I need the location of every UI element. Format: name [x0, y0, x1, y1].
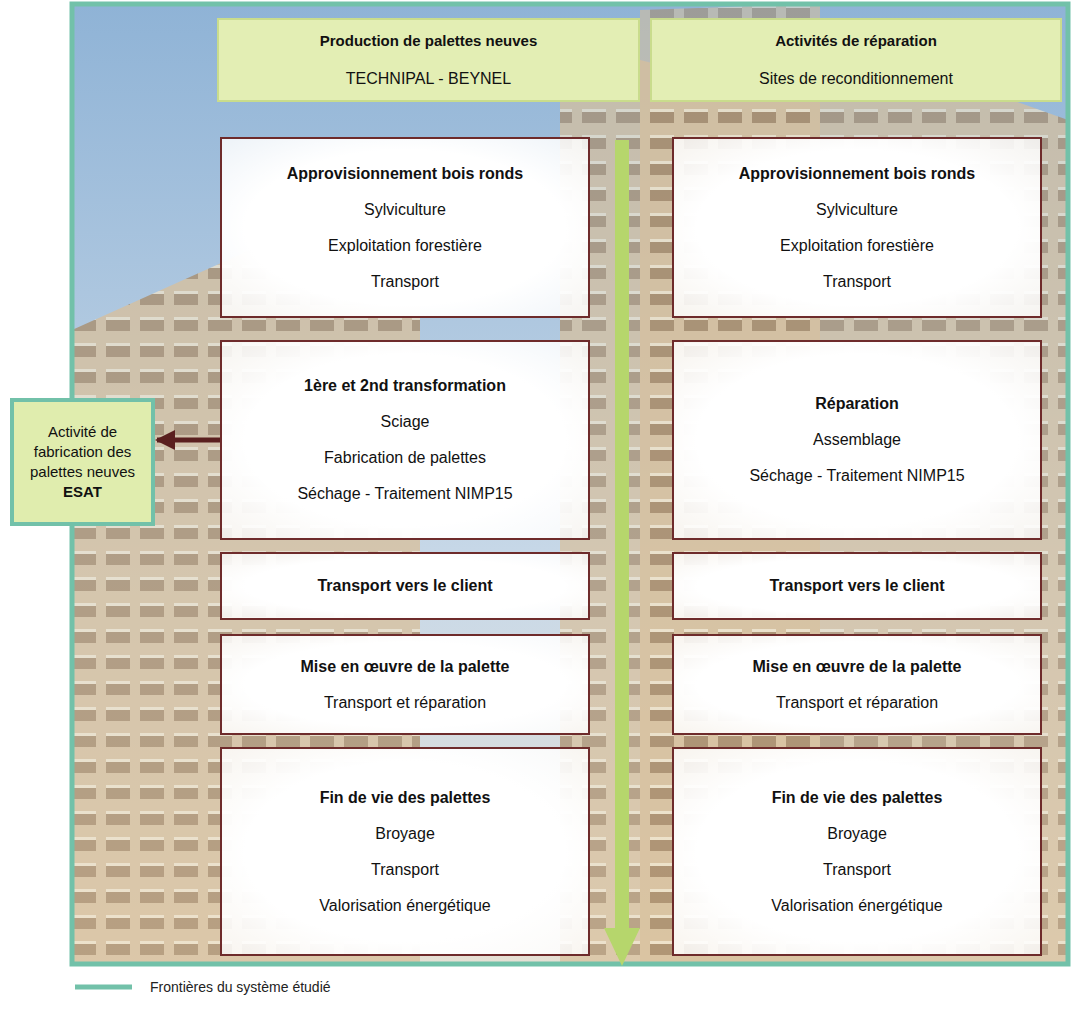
- process-box: Transport vers le client: [672, 552, 1042, 620]
- box-text: Broyage: [375, 823, 435, 845]
- box-text: Valorisation énergétique: [319, 895, 490, 917]
- box-text: Séchage - Traitement NIMP15: [749, 465, 964, 487]
- box-text: Broyage: [827, 823, 887, 845]
- header-box: Activités de réparationSites de recondit…: [650, 18, 1062, 102]
- box-heading: Fin de vie des palettes: [320, 787, 491, 809]
- box-heading: Activités de réparation: [775, 30, 937, 52]
- process-box: Approvisionnement bois rondsSylviculture…: [220, 137, 590, 318]
- box-heading: Transport vers le client: [769, 575, 944, 597]
- box-text: Transport: [823, 859, 891, 881]
- process-box: 1ère et 2nd transformationSciageFabricat…: [220, 340, 590, 540]
- box-text: Transport et réparation: [324, 692, 486, 714]
- box-text: ESAT: [63, 482, 102, 502]
- box-text: Sylviculture: [364, 199, 446, 221]
- system-boundary: [72, 4, 1068, 964]
- box-text: Sciage: [381, 411, 430, 433]
- box-text: Fabrication de palettes: [324, 447, 486, 469]
- box-heading: Mise en œuvre de la palette: [753, 656, 962, 678]
- box-heading: Transport vers le client: [317, 575, 492, 597]
- process-box: Approvisionnement bois rondsSylviculture…: [672, 137, 1042, 318]
- legend-line-sample: [75, 985, 132, 990]
- box-heading: Production de palettes neuves: [320, 30, 538, 52]
- box-text: Transport: [823, 271, 891, 293]
- process-box: Transport vers le client: [220, 552, 590, 620]
- box-heading: Approvisionnement bois ronds: [739, 163, 975, 185]
- box-heading: Mise en œuvre de la palette: [301, 656, 510, 678]
- process-box: RéparationAssemblageSéchage - Traitement…: [672, 340, 1042, 540]
- box-text: Sites de reconditionnement: [759, 68, 953, 90]
- flow-connector: [157, 438, 220, 443]
- box-text: Transport et réparation: [776, 692, 938, 714]
- box-text: Assemblage: [813, 429, 901, 451]
- flow-arrow: [604, 140, 640, 966]
- box-text: Exploitation forestière: [328, 235, 482, 257]
- box-text: Séchage - Traitement NIMP15: [297, 483, 512, 505]
- box-heading: Réparation: [815, 393, 899, 415]
- legend-text: Frontières du système étudié: [150, 977, 331, 997]
- box-text: Exploitation forestière: [780, 235, 934, 257]
- sky: [72, 4, 1068, 964]
- legend: Frontières du système étudié: [150, 977, 331, 997]
- box-heading: 1ère et 2nd transformation: [304, 375, 506, 397]
- process-box: Fin de vie des palettesBroyageTransportV…: [672, 747, 1042, 956]
- process-box: Fin de vie des palettesBroyageTransportV…: [220, 747, 590, 956]
- box-text: TECHNIPAL - BEYNEL: [346, 68, 511, 90]
- building: [560, 40, 1068, 964]
- side-box: Activité de fabrication des palettes neu…: [10, 398, 155, 526]
- box-text: Valorisation énergétique: [771, 895, 942, 917]
- box-text: Sylviculture: [816, 199, 898, 221]
- box-text: Transport: [371, 859, 439, 881]
- box-heading: Approvisionnement bois ronds: [287, 163, 523, 185]
- process-box: Mise en œuvre de la paletteTransport et …: [672, 634, 1042, 735]
- box-text: Transport: [371, 271, 439, 293]
- box-heading: Activité de fabrication des palettes neu…: [20, 422, 145, 482]
- process-box: Mise en œuvre de la paletteTransport et …: [220, 634, 590, 735]
- box-heading: Fin de vie des palettes: [772, 787, 943, 809]
- header-box: Production de palettes neuvesTECHNIPAL -…: [217, 18, 640, 102]
